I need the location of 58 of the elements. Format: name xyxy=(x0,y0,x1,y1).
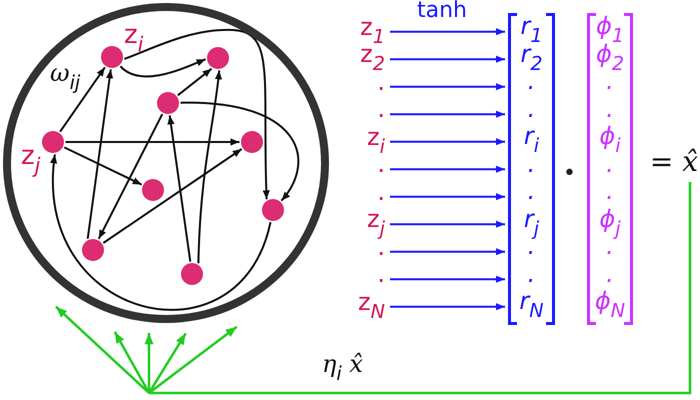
network-node xyxy=(262,199,284,221)
edge-label: η$_{i}$ x̂ xyxy=(322,352,363,384)
vector-bracket xyxy=(587,13,633,325)
vector-entry: ϕ$_{2}$ xyxy=(596,40,624,73)
ellipsis-dot: . xyxy=(377,97,385,122)
network-node xyxy=(207,47,229,69)
network-node xyxy=(42,131,64,153)
vector-bracket xyxy=(508,13,555,325)
network-node xyxy=(101,46,123,68)
edge-label: ω$_{ij}$ xyxy=(50,61,80,92)
network-node xyxy=(181,263,203,285)
arrow xyxy=(64,146,142,186)
ellipsis-dot: . xyxy=(528,178,536,206)
arrow xyxy=(390,138,505,146)
edge-label: tanh xyxy=(417,0,467,22)
node-label: z$_{i}$ xyxy=(124,22,144,56)
arrow xyxy=(390,303,505,310)
arrow xyxy=(102,148,242,244)
ellipsis-dot: . xyxy=(528,96,536,123)
arrow xyxy=(59,66,106,132)
arrow xyxy=(66,138,240,146)
result-label: = x̂ xyxy=(650,146,698,178)
arrow xyxy=(390,166,505,173)
arrow xyxy=(86,69,114,239)
vector-entry: r$_{N}$ xyxy=(519,288,544,320)
arrow xyxy=(390,110,505,118)
ellipsis-dot: . xyxy=(528,260,536,288)
ellipsis-dot: . xyxy=(606,260,614,288)
arrow xyxy=(98,114,164,240)
node-label: z$_{j}$ xyxy=(21,143,40,177)
reservoir-circle xyxy=(3,3,329,323)
arrow xyxy=(390,248,505,256)
ellipsis-dot: . xyxy=(606,178,614,206)
arrow xyxy=(390,28,505,36)
variable-label: z$_{j}$ xyxy=(367,207,385,238)
arrow xyxy=(124,28,270,200)
arrow xyxy=(390,193,505,200)
network-node xyxy=(157,92,179,114)
arrow xyxy=(390,83,505,90)
arrow xyxy=(390,220,505,228)
arrow xyxy=(167,115,192,262)
arrow xyxy=(180,102,300,202)
network-node xyxy=(82,239,104,261)
arrow xyxy=(390,276,505,283)
ellipsis-dot: . xyxy=(377,262,385,286)
network-node xyxy=(142,179,164,201)
arrow xyxy=(177,68,212,96)
arrow xyxy=(120,58,206,78)
network-node xyxy=(241,131,263,153)
arrow xyxy=(55,182,692,394)
dot-product-symbol: • xyxy=(563,163,576,185)
arrow xyxy=(197,70,222,264)
ellipsis-dot: . xyxy=(377,180,385,204)
variable-label: z$_{N}$ xyxy=(358,290,385,321)
vector-entry: ϕ$_{N}$ xyxy=(594,288,626,320)
ellipsis-dot: . xyxy=(606,96,614,123)
arrow xyxy=(390,56,505,63)
arrow xyxy=(50,154,272,311)
